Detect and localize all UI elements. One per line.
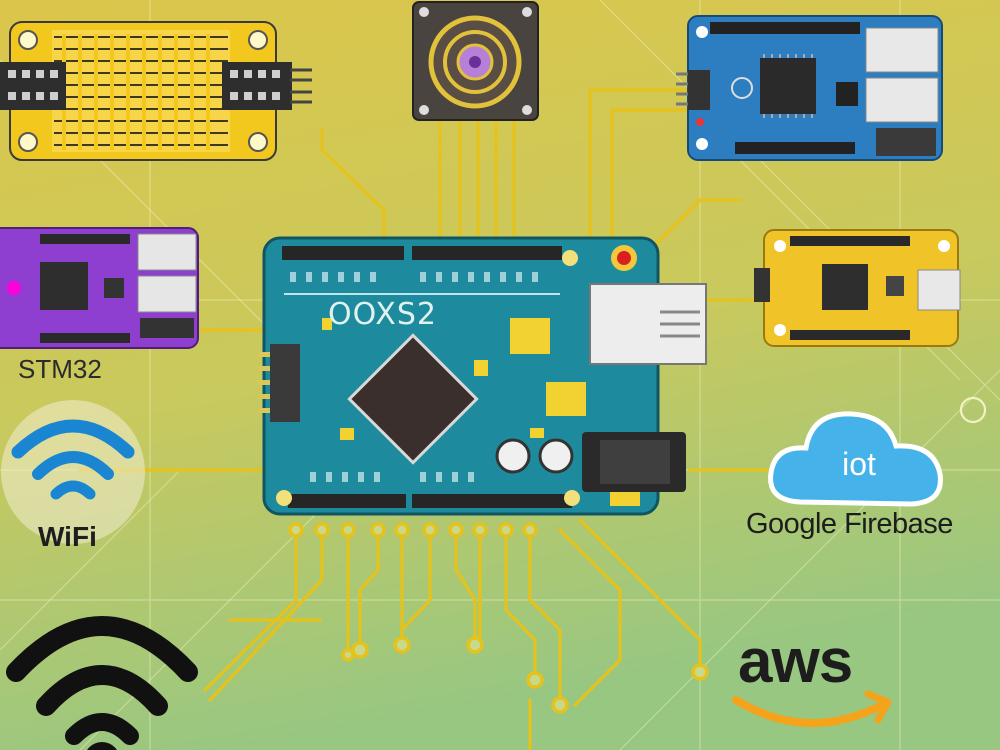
aws-logo-text: aws [738, 627, 853, 696]
stm32-board [0, 227, 199, 349]
yellow-protoboard [0, 21, 312, 161]
wifi-icon [1, 400, 145, 544]
blue-microcontroller-board [676, 15, 943, 161]
wifi-icon-dark [6, 616, 198, 750]
cloud-iot-label: iot [842, 446, 876, 482]
sensor-module-icon [412, 1, 539, 121]
yellow-microcontroller-board [754, 229, 961, 347]
usb-port-icon [589, 283, 707, 365]
stm32-label: STM32 [18, 354, 102, 384]
cloud-icon [768, 411, 943, 507]
decorative-ring [959, 396, 987, 424]
microchip-icon [347, 333, 479, 465]
main-board [258, 236, 707, 516]
wifi-label: WiFi [38, 521, 97, 552]
aws-smile-icon [732, 690, 892, 728]
trace-pads [288, 522, 709, 714]
board-logo-text: OOXS2 [328, 297, 437, 332]
firebase-label: Google Firebase [746, 508, 953, 540]
